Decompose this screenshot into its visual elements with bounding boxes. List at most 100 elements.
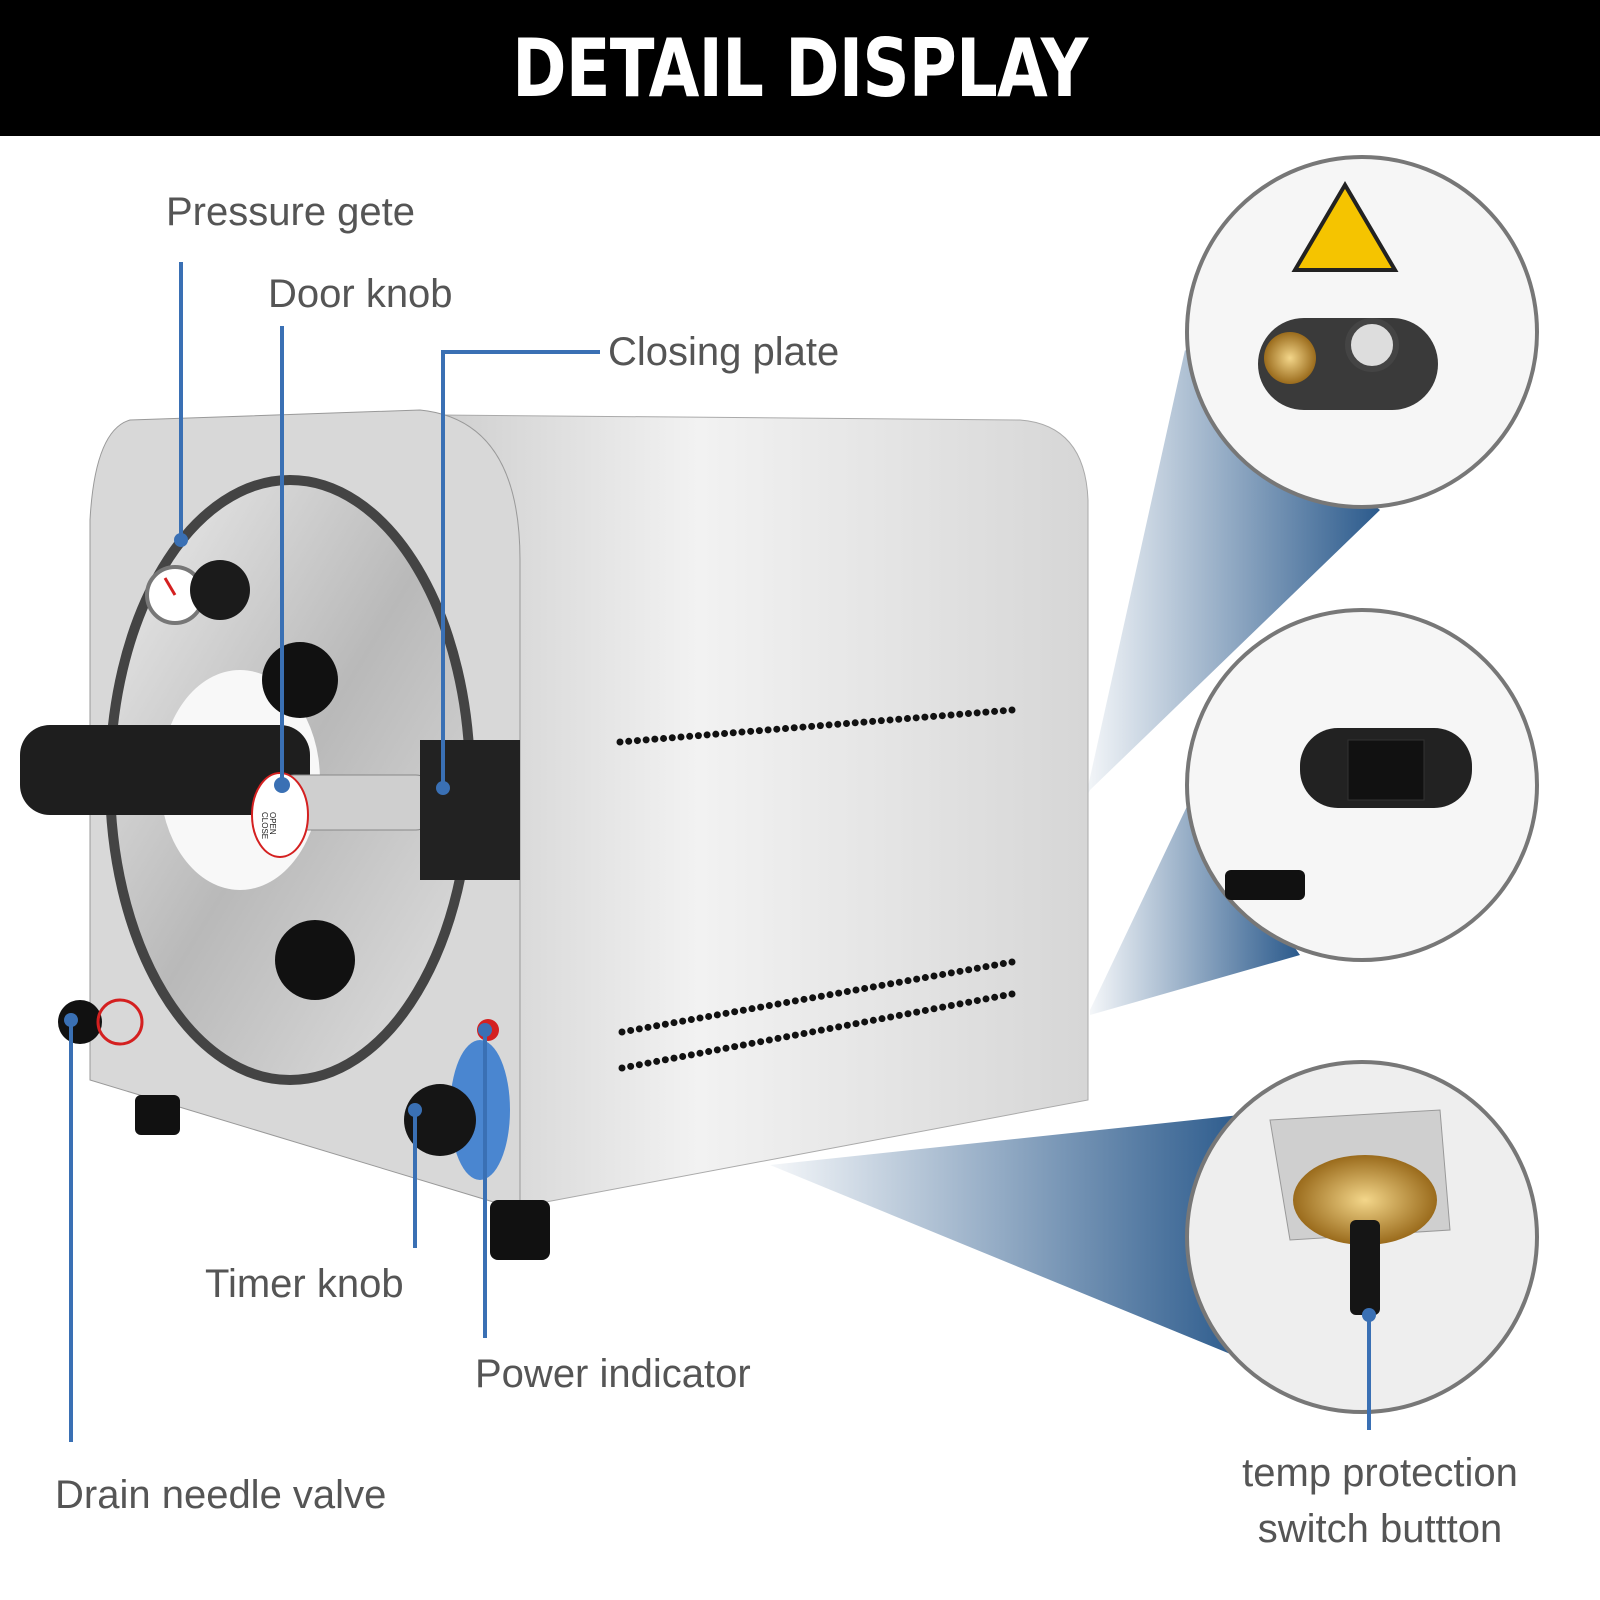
vent-hole bbox=[627, 1062, 635, 1070]
vent-hole bbox=[939, 1003, 947, 1011]
vent-hole bbox=[764, 726, 772, 734]
vent-hole bbox=[947, 711, 955, 719]
vent-hole bbox=[686, 732, 694, 740]
vent-hole bbox=[913, 1008, 921, 1016]
vent-hole bbox=[878, 1015, 886, 1023]
vent-hole bbox=[644, 1023, 652, 1031]
vent-hole bbox=[757, 1003, 765, 1011]
label-temp-switch-line1: temp protection bbox=[1242, 1451, 1518, 1495]
vent-hole bbox=[973, 997, 981, 1005]
vent-hole bbox=[991, 707, 999, 715]
vent-hole bbox=[703, 731, 711, 739]
vent-hole bbox=[722, 1009, 730, 1017]
vent-hole bbox=[713, 1046, 721, 1054]
vent-hole bbox=[670, 1054, 678, 1062]
vent-hole bbox=[851, 719, 859, 727]
vent-hole bbox=[869, 1016, 877, 1024]
vent-hole bbox=[618, 1028, 626, 1036]
vent-hole bbox=[651, 735, 659, 743]
vent-hole bbox=[852, 986, 860, 994]
vent-hole bbox=[842, 720, 850, 728]
vent-hole bbox=[973, 964, 981, 972]
vent-hole bbox=[877, 717, 885, 725]
detail-circle-power-socket bbox=[1185, 608, 1539, 962]
vent-hole bbox=[721, 729, 729, 737]
vent-hole bbox=[782, 724, 790, 732]
vent-hole bbox=[616, 738, 624, 746]
vent-hole bbox=[747, 727, 755, 735]
vent-hole bbox=[887, 980, 895, 988]
vent-hole bbox=[765, 1002, 773, 1010]
vent-hole bbox=[791, 997, 799, 1005]
vent-hole bbox=[869, 983, 877, 991]
vent-hole bbox=[913, 975, 921, 983]
vent-hole bbox=[783, 998, 791, 1006]
vent-hole bbox=[783, 1033, 791, 1041]
vent-hole bbox=[739, 1006, 747, 1014]
vent-hole bbox=[869, 717, 877, 725]
vent-hole bbox=[939, 970, 947, 978]
vent-hole bbox=[755, 727, 763, 735]
callout-lines bbox=[69, 262, 1371, 1442]
vent-hole bbox=[965, 998, 973, 1006]
header-banner: DETAIL DISPLAY bbox=[0, 0, 1600, 136]
vent-hole bbox=[852, 1020, 860, 1028]
vent-hole bbox=[895, 978, 903, 986]
vent-hole bbox=[999, 960, 1007, 968]
vent-hole bbox=[739, 1041, 747, 1049]
vent-hole bbox=[653, 1057, 661, 1065]
vent-hole bbox=[912, 714, 920, 722]
vent-hole bbox=[956, 710, 964, 718]
label-temp-switch: temp protection switch buttton bbox=[1220, 1445, 1540, 1557]
vent-hole bbox=[774, 1000, 782, 1008]
knob-close-text: CLOSE bbox=[260, 812, 269, 839]
vent-hole bbox=[886, 716, 894, 724]
vent-hole bbox=[661, 1020, 669, 1028]
vent-hole bbox=[930, 972, 938, 980]
vent-hole bbox=[843, 1021, 851, 1029]
vent-hole bbox=[947, 1002, 955, 1010]
vent-hole bbox=[826, 1025, 834, 1033]
vent-hole bbox=[991, 961, 999, 969]
vent-hole bbox=[799, 723, 807, 731]
vent-hole bbox=[679, 1017, 687, 1025]
vent-hole bbox=[1008, 706, 1016, 714]
sterilizer-body: OPEN CLOSE bbox=[20, 409, 1089, 1260]
vent-hole bbox=[790, 724, 798, 732]
detail-circle-gas-valve bbox=[1185, 155, 1539, 509]
detail-beam-2 bbox=[1090, 800, 1300, 1015]
vent-hole bbox=[627, 1026, 635, 1034]
vent-hole bbox=[964, 710, 972, 718]
vent-hole bbox=[694, 732, 702, 740]
vent-hole bbox=[965, 966, 973, 974]
vent-hole bbox=[834, 720, 842, 728]
vent-hole bbox=[835, 1023, 843, 1031]
vent-hole bbox=[895, 1011, 903, 1019]
knob-open-text: OPEN bbox=[268, 812, 277, 835]
vent-hole bbox=[947, 969, 955, 977]
vent-hole bbox=[644, 1059, 652, 1067]
vent-hole bbox=[713, 1011, 721, 1019]
label-door-knob: Door knob bbox=[268, 272, 453, 316]
vent-hole bbox=[843, 988, 851, 996]
vent-hole bbox=[817, 1026, 825, 1034]
vent-hole bbox=[773, 725, 781, 733]
vent-hole bbox=[904, 1010, 912, 1018]
vent-hole bbox=[738, 728, 746, 736]
detail-circle-temp-switch bbox=[1185, 1060, 1539, 1414]
vent-hole bbox=[712, 730, 720, 738]
vent-hole bbox=[705, 1048, 713, 1056]
vent-hole bbox=[825, 721, 833, 729]
vent-hole bbox=[748, 1039, 756, 1047]
vent-hole bbox=[999, 707, 1007, 715]
vent-hole bbox=[679, 1052, 687, 1060]
label-pressure-gauge: Pressure gete bbox=[166, 190, 416, 234]
vent-hole bbox=[809, 1028, 817, 1036]
vent-hole bbox=[903, 715, 911, 723]
vent-hole bbox=[696, 1049, 704, 1057]
vent-hole bbox=[956, 1000, 964, 1008]
label-timer-knob: Timer knob bbox=[205, 1262, 404, 1306]
vent-hole bbox=[642, 736, 650, 744]
vent-hole bbox=[653, 1022, 661, 1030]
